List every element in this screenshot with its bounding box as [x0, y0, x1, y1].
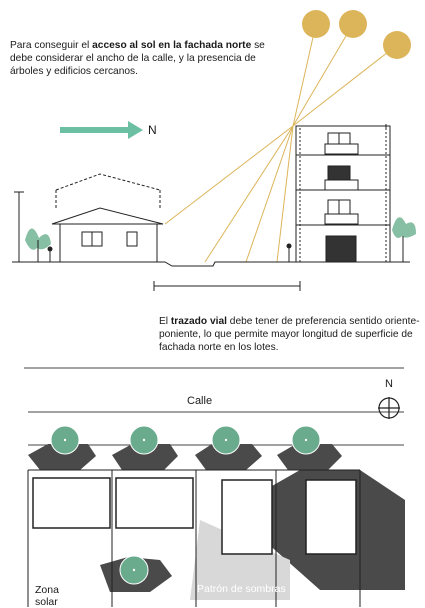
person-icon — [47, 246, 53, 262]
tree-icon — [392, 217, 416, 262]
road-text: El trazado vial debe tener de preferenci… — [159, 315, 421, 354]
building-drawing — [295, 124, 391, 263]
north-arrow-icon — [60, 121, 143, 139]
north-label-section: N — [148, 123, 157, 137]
lot-lines — [27, 469, 361, 607]
solar-zone-label: Zona solar — [33, 584, 75, 608]
ground-line — [12, 261, 410, 267]
house-drawing — [51, 173, 164, 263]
road-text-part1: El — [159, 316, 171, 327]
sun-group — [302, 10, 411, 59]
sun-rays — [164, 23, 398, 263]
tree-icon — [25, 228, 51, 262]
road-text-bold: trazado vial — [170, 316, 227, 327]
road-text-part2: debe tener de preferencia sentido orient… — [159, 316, 420, 353]
street-width-dimension — [153, 281, 301, 291]
compass-icon — [378, 397, 400, 419]
intro-text: Para conseguir el acceso al sol en la fa… — [10, 39, 275, 78]
intro-text-bold: acceso al sol en la fachada norte — [92, 40, 252, 51]
street-label: Calle — [187, 395, 213, 407]
house-footprints — [32, 477, 357, 555]
north-label-plan: N — [385, 378, 393, 390]
intro-text-part1: Para conseguir el — [10, 40, 93, 51]
shadow-pattern-label: Patrón de sombras — [197, 583, 286, 595]
plan-trees — [50, 425, 321, 585]
person-icon — [286, 243, 292, 262]
shadow-pattern-light — [190, 520, 290, 600]
height-dimension — [14, 191, 24, 263]
intro-text-part2: se debe considerar el ancho de la calle,… — [10, 40, 265, 77]
